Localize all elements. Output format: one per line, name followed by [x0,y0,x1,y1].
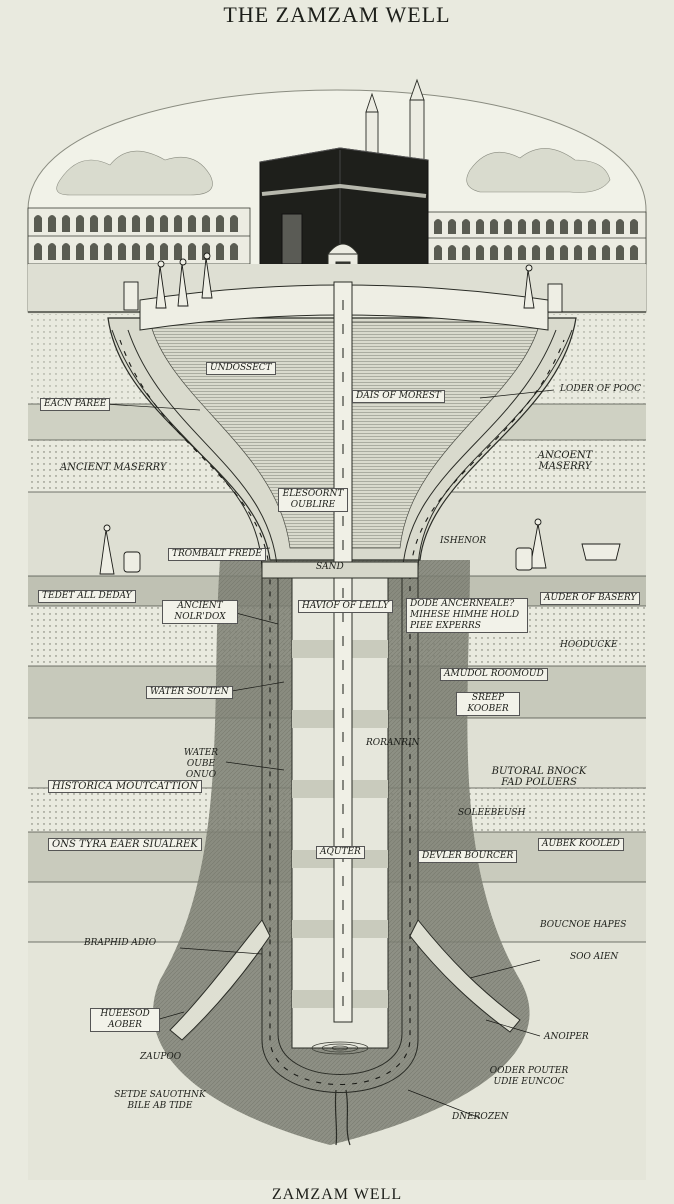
label-ancient-maserry: ANCIENT MASERRY [60,462,167,473]
label-braphid-adio: BRAPHID ADIO [84,938,157,948]
label-soo-aien: SOO AIEN [570,952,619,962]
label-butoral-bnock: BUTORAL BNOCK FAD POLUERS [491,766,587,788]
label-auder-of-basery: AUDER OF BASERY [540,592,641,605]
figures [99,252,621,575]
label-eacn-paree: EACN PAREE [40,398,111,411]
label-tedet-all-deday: TEDET ALL DEDAY [38,590,136,603]
page-title: THE ZAMZAM WELL [223,2,451,27]
lower-branches [169,919,521,1041]
label-zaupoo: ZAUPOO [140,1052,182,1062]
label-roranrin: RORANRIN [366,738,420,748]
label-trombalt-frede: TROMBALT FREDE [168,548,266,561]
label-devler-bourcer: DEVLER BOURCER [418,850,518,863]
label-ancoent-maserry: ANCOENT MASERRY [537,450,593,472]
label-historica-moutcattion: HISTORICA MOUTCATTION [48,780,203,793]
label-sreep-koober: SREEP KOOBER [456,692,520,716]
label-onstyra-eaer: ONS TYRA EAER SIUALREK [48,838,202,851]
side-channels [111,329,573,1093]
footer-caption: ZAMZAM WELL [271,1186,403,1203]
label-hueesod-aober: HUEESOD AOBER [90,1008,160,1032]
label-haviof-of-lelly: HAVIOF OF LELLY [298,600,393,613]
arches [34,215,638,260]
fissures [334,1089,351,1146]
clouds [56,148,611,196]
label-anoiper: ANOIPER [544,1032,589,1042]
label-dode-ancernealie: DODE ANCERNEALE? MIHESE HIMHE HOLD PIEE … [406,598,528,633]
flow-dashes [119,339,565,1085]
label-ishenor: ISHENOR [440,536,487,546]
label-dais-of-morest: DAIS OF MOREST [352,390,445,403]
label-boucnoe-hapes: BOUCNOE HAPES [540,920,627,930]
label-amudol-roomoud: AMUDOL ROOMOUD [440,668,548,681]
label-dnerozen: DNEROZEN [452,1112,509,1122]
central-pipe [333,281,353,1023]
kaaba [259,147,429,283]
label-sand: SAND [316,562,344,572]
pool-ripples [311,1041,369,1055]
label-water-souten: WATER SOUTEN [146,686,233,699]
label-ooder-pouter: OODER POUTER UDIE EUNCOC [489,1066,569,1087]
label-setde-sauothnk: SETDE SAUOTHNK BILE AB TIDE [114,1090,206,1111]
label-loder-of-pooc: LODER OF POOC [560,384,641,394]
label-ancient-nolrdox: ANCIENT NOLR'DOX [162,600,238,624]
label-soleebeush: SOLEEBEUSH [458,808,526,818]
label-undossect: UNDOSSECT [206,362,276,375]
label-elesoornt-oublire: ELESOORNT OUBLIRE [278,488,348,512]
label-water-oube-onuo: WATER OUBE ONUO [183,748,219,780]
label-hooducke: HOODUCKE [560,640,618,650]
label-aquter: AQUTER [316,846,365,859]
label-aubek-kooled: AUBEK KOOLED [538,838,624,851]
